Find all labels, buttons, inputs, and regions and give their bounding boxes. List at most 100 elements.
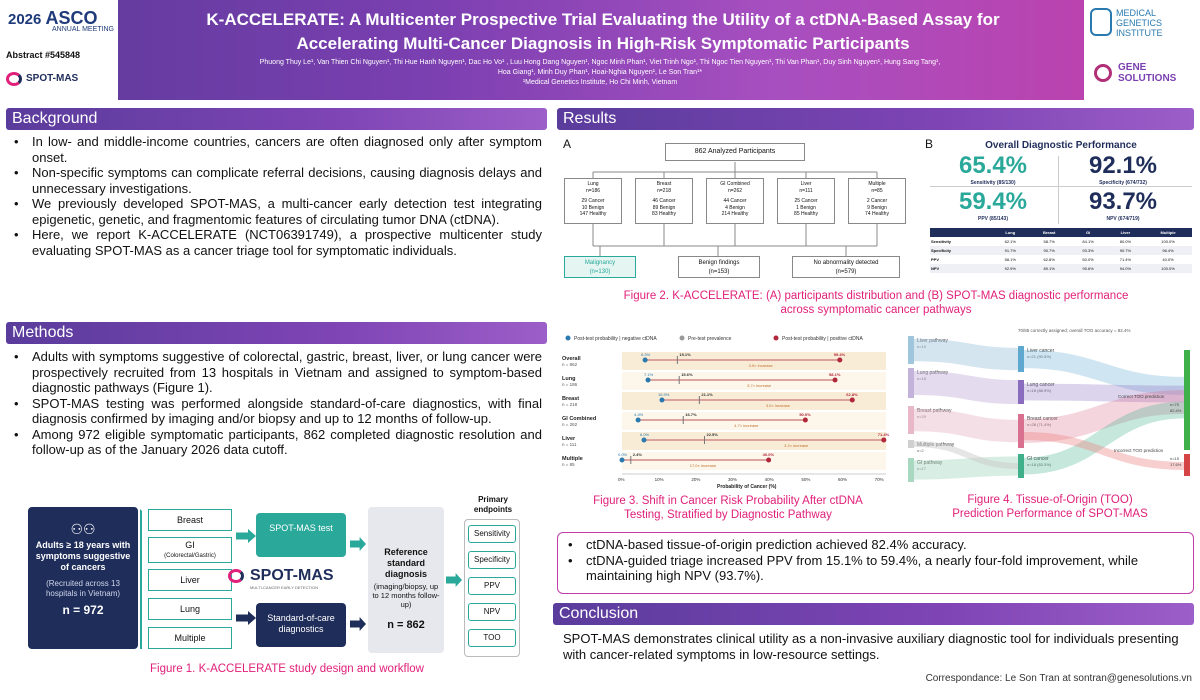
- list-item: Among 972 eligible symptomatic participa…: [6, 427, 542, 458]
- x-tick-label: 40%: [765, 477, 774, 482]
- increase-label: 4.7× increase: [734, 423, 759, 428]
- spotmas-mark-icon: [228, 569, 244, 583]
- positive-point: [849, 397, 855, 403]
- flow-benign-box: Benign findings(n=153): [678, 256, 760, 278]
- sankey-source-label: Lung pathway: [917, 370, 949, 376]
- sankey-header: 70/85 correctly assigned; overall TOO ac…: [1018, 328, 1131, 333]
- sankey-source-label: Breast pathway: [917, 408, 952, 414]
- abstract-number: Abstract #545848: [6, 50, 81, 60]
- table-cell: NPV: [931, 266, 940, 271]
- table-cell: 95.6%: [1082, 266, 1094, 271]
- pretest-label: 16.7%: [685, 412, 697, 417]
- sankey-flow: [1023, 349, 1185, 396]
- flow-group-text: Liver: [800, 181, 812, 187]
- legend-label: Post-test probability | positive ctDNA: [782, 336, 863, 342]
- row-label: Overall: [562, 356, 581, 362]
- metric-sensitivity: 65.4%Sensitivity (85/130): [958, 152, 1028, 186]
- sankey-source-node: [908, 336, 914, 364]
- table-cell: 40.0%: [1162, 257, 1174, 262]
- methods-bullets: Adults with symptoms suggestive of color…: [6, 349, 542, 458]
- flow-group-text: 2 Cancer: [866, 198, 888, 204]
- arrow-icon: [350, 617, 366, 631]
- table-cell: 90.7%: [1119, 248, 1132, 253]
- flow-group-text: 10 Benign: [581, 204, 605, 211]
- sankey-source-n: n=17: [917, 466, 927, 471]
- pretest-label: 2.4%: [633, 452, 643, 457]
- positive-label: 59.4%: [834, 352, 846, 357]
- sankey-flow: [913, 441, 1019, 469]
- n-total: n = 972: [62, 603, 104, 617]
- arrow-icon: [350, 537, 366, 551]
- conclusion-text: SPOT-MAS demonstrates clinical utility a…: [563, 631, 1179, 662]
- positive-label: 62.8%: [846, 392, 858, 397]
- table-header-cell: Breast: [1042, 230, 1056, 235]
- flow-group-text: n=218: [656, 187, 672, 194]
- flowchart-lines: [592, 162, 878, 256]
- sankey-source-node: [908, 406, 914, 434]
- incorrect-label: Incorrect TOO prediction: [1114, 448, 1164, 453]
- flow-group-text: Multiple: [868, 181, 886, 187]
- row-band: [622, 432, 886, 450]
- sankey-flow: [1023, 390, 1185, 443]
- people-icon: ⚇⚇: [70, 521, 96, 537]
- increase-label: 3.9× increase: [749, 363, 774, 368]
- spotmas-logo: SPOT-MAS: [26, 73, 79, 84]
- standard-of-care-box: Standard-of-care diagnostics: [256, 603, 346, 647]
- divider: [930, 186, 1192, 187]
- spotmas-tagline: MULTI-CANCER EARLY DETECTION: [250, 585, 319, 590]
- correct-n: n=70: [1170, 402, 1180, 407]
- x-tick-label: 50%: [801, 477, 810, 482]
- sankey-target-n: n=28 (71.4%): [1027, 422, 1052, 427]
- spotmas-brand: SPOT-MAS: [250, 567, 334, 584]
- x-tick-label: 70%: [875, 477, 884, 482]
- flow-group-text: Breast: [656, 181, 672, 187]
- metric-npv: 93.7%NPV (674/719): [1088, 188, 1158, 222]
- flow-group-text: 44 Cancer: [723, 198, 747, 204]
- incorrect-pct: 17.6%: [1170, 462, 1182, 467]
- table-cell: 84.1%: [1082, 239, 1094, 244]
- row-label: Breast: [562, 396, 579, 402]
- gene-solutions-icon: [1094, 64, 1112, 82]
- figure4-sankey: 70/85 correctly assigned; overall TOO ac…: [908, 326, 1192, 486]
- conclusion-heading: Conclusion: [553, 603, 1194, 625]
- positive-point: [766, 457, 772, 463]
- asco-sub: ANNUAL MEETING: [52, 26, 114, 33]
- row-label: GI Combined: [562, 416, 596, 422]
- figure1-caption: Figure 1. K-ACCELERATE study design and …: [150, 663, 424, 675]
- recruited-text: (Recruited across 13 hospitals in Vietna…: [45, 579, 121, 598]
- list-item: Here, we report K-ACCELERATE (NCT0639174…: [6, 227, 542, 258]
- negative-label: 0.0%: [618, 452, 628, 457]
- table-header-cell: Liver: [1120, 230, 1131, 235]
- x-tick-label: 30%: [728, 477, 737, 482]
- figure4-caption: Figure 4. Tissue-of-Origin (TOO)Predicti…: [952, 494, 1148, 520]
- flow-group-text: 4 Benign: [725, 204, 745, 211]
- increase-label: 3.2× increase: [784, 443, 809, 448]
- sankey-correct-node: [1184, 350, 1190, 450]
- list-item: Adults with symptoms suggestive of color…: [6, 349, 542, 396]
- legend-label: Post-test probability | negative ctDNA: [574, 336, 657, 342]
- key-findings-box: [557, 532, 1194, 594]
- results-heading: Results: [557, 108, 1194, 130]
- positive-point: [881, 437, 887, 443]
- increase-label: 3.0× increase: [766, 403, 791, 408]
- pretest-label: 15.6%: [681, 372, 693, 377]
- negative-label: 7.1%: [644, 372, 654, 377]
- x-tick-label: 0%: [618, 477, 625, 482]
- flow-group-text: 25 Cancer: [794, 198, 818, 204]
- correct-label: Correct TOO prediction: [1118, 394, 1165, 399]
- table-cell: Specificity: [931, 248, 952, 253]
- mgi-logo-icon: [1090, 8, 1112, 36]
- row-label: Lung: [562, 376, 575, 382]
- pathway-multiple: Multiple: [148, 627, 232, 649]
- background-heading: Background: [6, 108, 547, 130]
- list-item: ctDNA-guided triage increased PPV from 1…: [560, 553, 1186, 584]
